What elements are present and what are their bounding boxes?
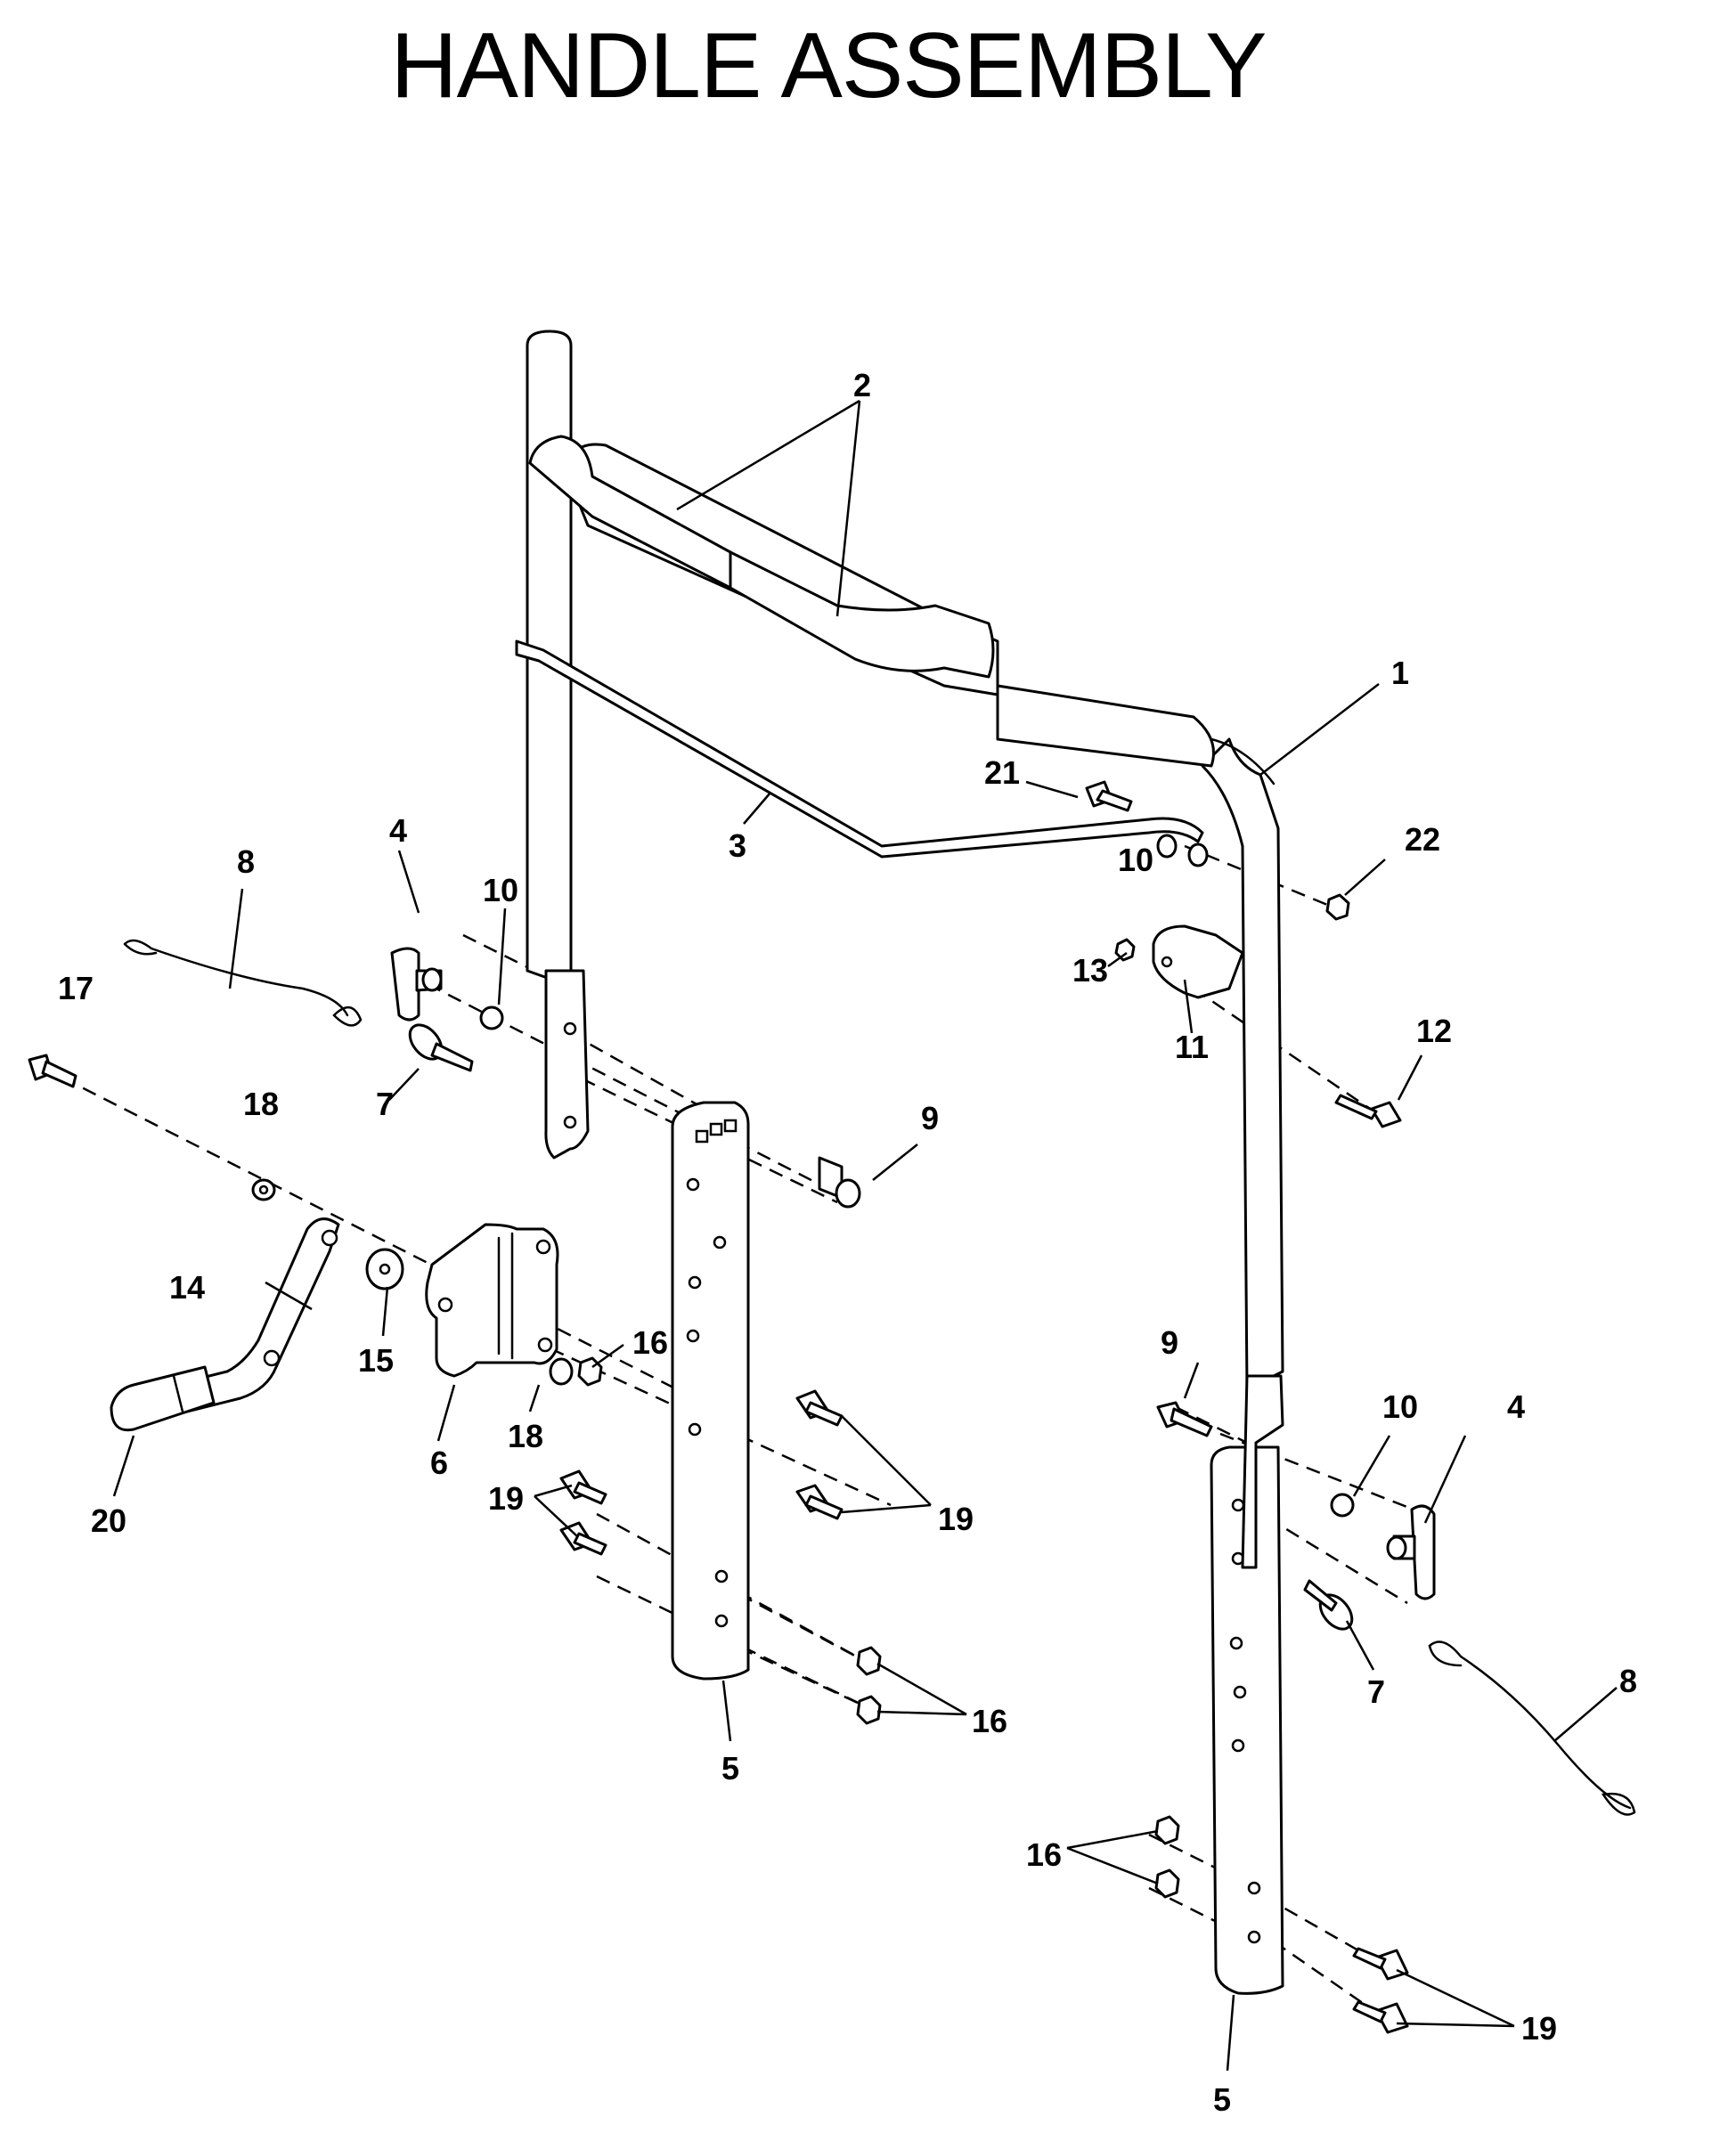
callout-labels: 2 1 21 3 10 22 8 4 10 13 11 17 12 7 18 9… [58,367,1637,2118]
cable-part-8-right [1428,1640,1636,1816]
callout-2: 2 [853,367,871,403]
callout-12: 12 [1416,1013,1452,1049]
callout-1: 1 [1391,655,1409,691]
callout-7-right: 7 [1367,1673,1385,1710]
callout-19-right: 19 [1521,2010,1557,2047]
callout-14: 14 [169,1269,205,1306]
callout-7-left: 7 [376,1086,394,1122]
knob-part-4-left [390,947,443,1022]
callout-16-bottom-left: 16 [972,1703,1007,1739]
handle-grip-part-2 [528,435,1215,768]
callout-9-left: 9 [921,1100,939,1136]
knob-part-4-right [1386,1504,1436,1600]
handle-frame-part-1 [526,330,1284,1391]
callout-5-right: 5 [1213,2081,1231,2118]
callout-18-bottom: 18 [508,1418,543,1454]
callout-21: 21 [984,754,1020,791]
callout-10-left: 10 [483,872,518,908]
callout-22: 22 [1405,821,1440,858]
callout-8-right: 8 [1619,1663,1637,1699]
callout-20: 20 [91,1502,126,1539]
callout-4-left: 4 [389,812,407,849]
callout-19-left: 19 [488,1480,524,1517]
lever-arm-part-14 [154,1217,340,1418]
callout-15: 15 [358,1342,394,1379]
callout-8-left: 8 [237,843,255,880]
callout-16-bottom-right: 16 [1026,1836,1062,1873]
callout-4-right: 4 [1507,1388,1525,1425]
pin-part-7-left [408,1023,474,1072]
callout-10-top: 10 [1118,842,1153,878]
pin-part-7-right [1303,1579,1354,1631]
callout-10-right: 10 [1382,1388,1418,1425]
lever-grip-part-20 [110,1365,216,1432]
tube-ends [544,969,1284,1569]
bolts [28,780,1409,2034]
callout-9-right: 9 [1161,1324,1178,1361]
callout-16-mid: 16 [632,1324,668,1361]
cable-bracket-part-11 [1152,924,1244,999]
callout-11: 11 [1175,1029,1209,1065]
mount-bracket-part-5-left [671,1101,750,1681]
mount-bracket-part-5-right [1210,1445,1284,1995]
callout-18-top: 18 [243,1086,279,1122]
diagram-title: HANDLE ASSEMBLY [390,14,1267,118]
cross-rod-part-3 [515,639,1204,859]
callout-6: 6 [430,1445,448,1481]
callout-17: 17 [58,970,94,1006]
callout-13: 13 [1072,952,1108,989]
pivot-bracket-part-6 [425,1223,559,1378]
washers [251,834,1355,1518]
callout-5-left: 5 [721,1750,739,1787]
callout-19-mid: 19 [938,1501,974,1537]
callout-3: 3 [729,827,746,864]
nuts [577,893,1350,1899]
leader-lines [112,399,1618,2072]
cable-part-8-left [123,939,363,1027]
